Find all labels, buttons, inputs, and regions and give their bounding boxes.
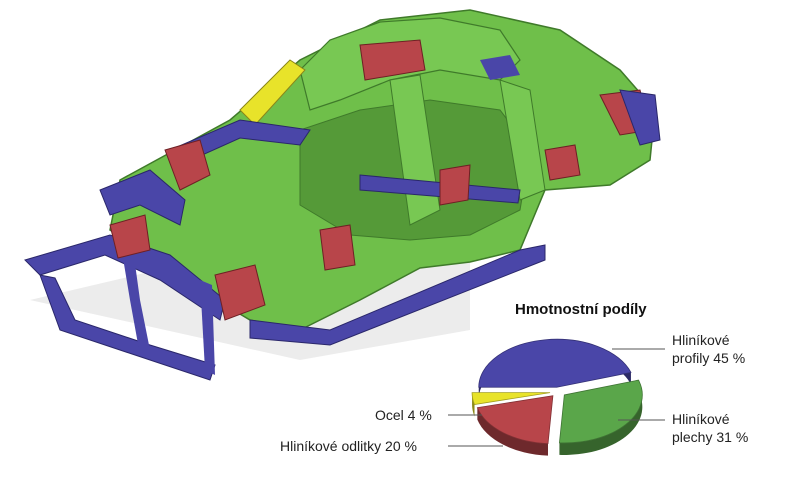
label-plechy-line2: plechy 31 % xyxy=(672,429,748,445)
slice-profily xyxy=(478,338,632,388)
label-odlitky: Hliníkové odlitky 20 % xyxy=(280,438,417,454)
slice-plechy-side xyxy=(559,380,643,455)
pie-chart: Hmotnostní podíly Hliníkové profily 45 %… xyxy=(280,301,748,456)
label-profily-line1: Hliníkové xyxy=(672,332,730,348)
label-plechy-line1: Hliníkové xyxy=(672,411,730,427)
label-profily-line2: profily 45 % xyxy=(672,350,745,366)
slice-odlitky xyxy=(476,395,554,445)
car-body-illustration xyxy=(24,9,661,381)
slice-ocel xyxy=(471,392,551,405)
slice-plechy xyxy=(558,379,643,444)
slice-odlitky-side xyxy=(477,407,549,456)
slice-ocel-side xyxy=(472,392,475,417)
chart-title: Hmotnostní podíly xyxy=(515,301,647,318)
label-ocel: Ocel 4 % xyxy=(375,407,432,423)
